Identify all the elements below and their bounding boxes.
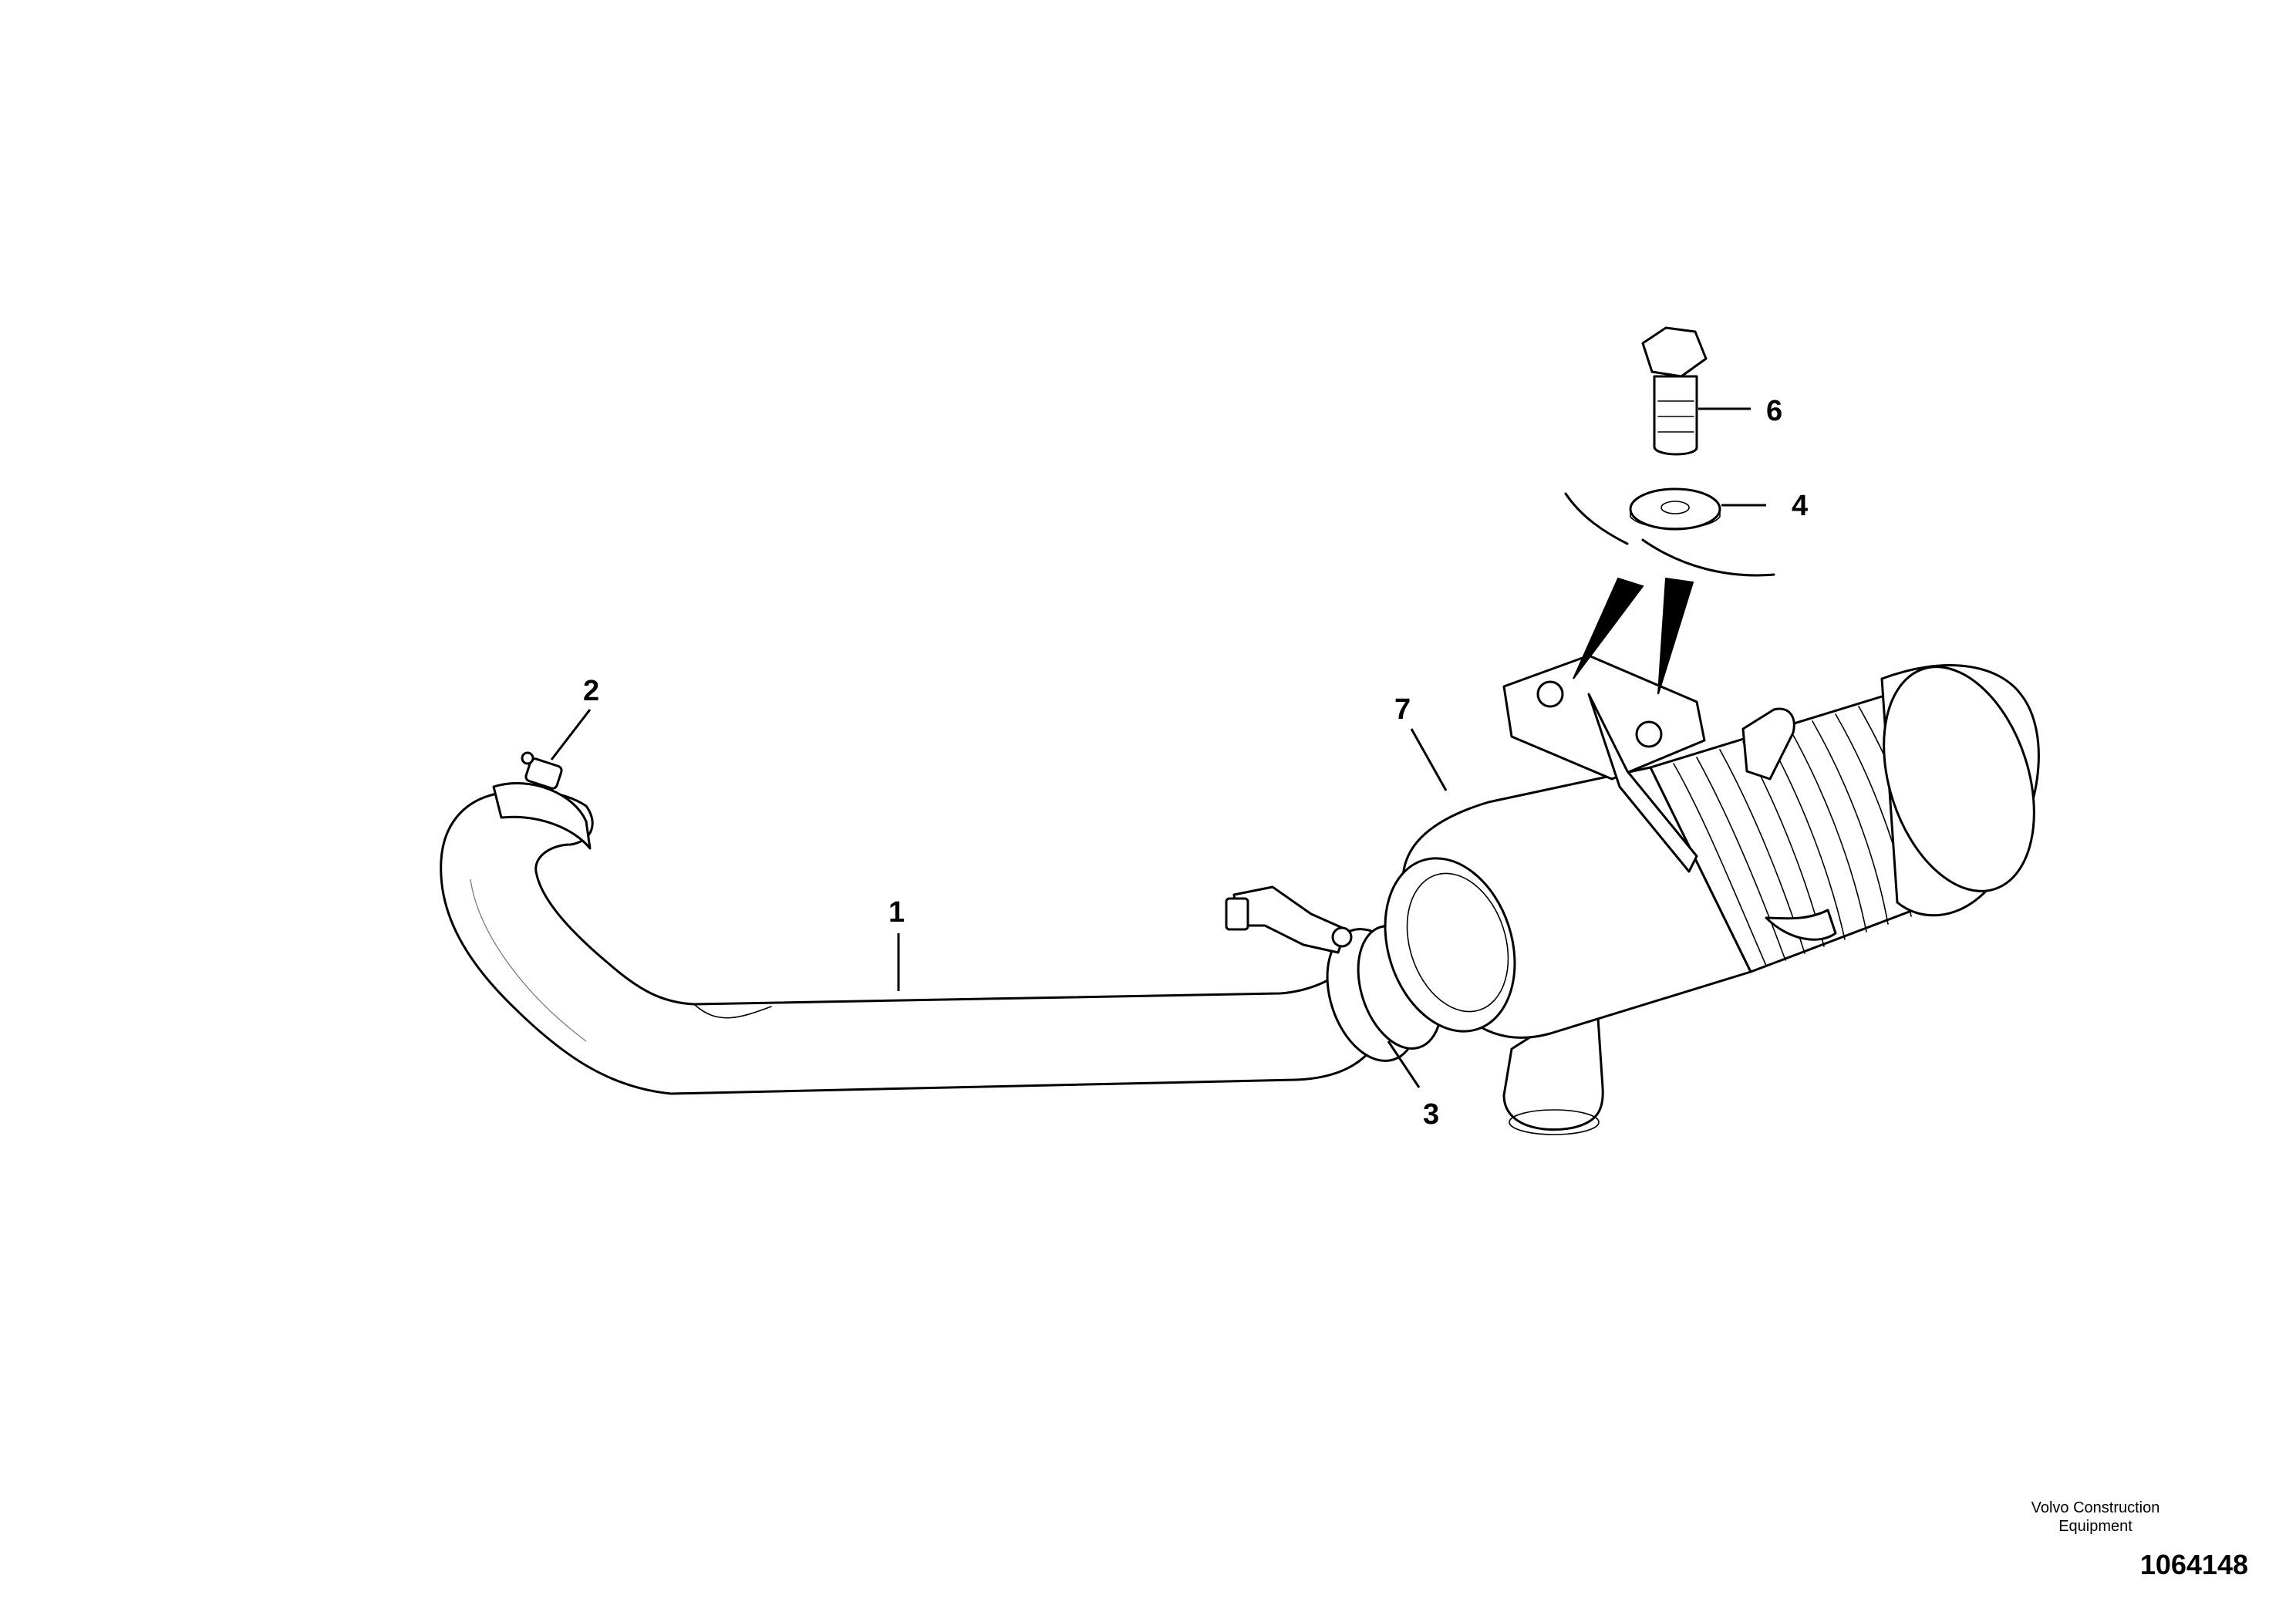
bolt (1641, 326, 1708, 456)
callout-3: 3 (1423, 1098, 1439, 1131)
company-name-line1: Volvo Construction (2031, 1499, 2160, 1516)
callout-2: 2 (583, 675, 599, 707)
hose-clamp (492, 751, 592, 850)
leader-3 (1387, 1040, 1421, 1088)
callout-7: 7 (1394, 693, 1411, 726)
company-name-line2: Equipment (2058, 1518, 2132, 1535)
drawing-number: 1064148 (2139, 1549, 2248, 1580)
air-filter-housing (1384, 654, 2040, 1135)
detail-pointer (1564, 492, 1775, 695)
callout-1: 1 (888, 896, 905, 929)
washer (1629, 487, 1721, 531)
intake-hose (440, 789, 1386, 1095)
company-name: Volvo Construction Equipment (1941, 1499, 2250, 1536)
callout-6: 6 (1766, 395, 1782, 427)
leader-7 (1410, 728, 1448, 791)
callout-4: 4 (1792, 490, 1808, 522)
leader-2 (550, 709, 592, 760)
